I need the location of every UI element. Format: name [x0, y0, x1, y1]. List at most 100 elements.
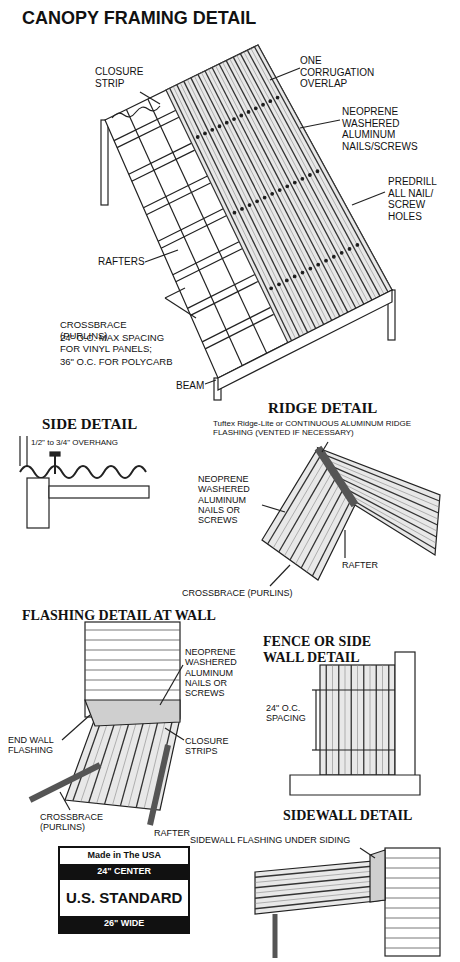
callout-label: RAFTER: [342, 560, 378, 570]
corrugation-line: [332, 665, 333, 775]
screw-dot: [309, 174, 312, 177]
corrugation-line: [344, 488, 437, 537]
closure-strip: [112, 106, 160, 118]
corrugation-line: [348, 494, 436, 543]
screw-dot: [263, 196, 266, 199]
rafter: [150, 745, 168, 825]
screw-dot: [247, 111, 250, 114]
corrugation-line: [338, 665, 339, 775]
siding-line: [85, 630, 180, 631]
dimension-line: [165, 298, 196, 318]
corrugation-line: [255, 895, 385, 909]
screw-dot: [301, 177, 304, 180]
base-plate: [290, 775, 420, 795]
rafter: [202, 307, 270, 341]
corrugation-line: [255, 885, 385, 898]
siding-line: [385, 858, 440, 859]
screw-dot: [262, 103, 265, 106]
logo-text: Made in The USA: [60, 848, 188, 864]
corrugation-line: [255, 870, 385, 883]
callout-label: BEAM: [176, 380, 204, 392]
corrugation-line: [198, 74, 324, 324]
siding-line: [385, 948, 440, 949]
sidewall-flashing: [370, 850, 385, 902]
leader-line: [352, 192, 385, 205]
siding-line: [385, 908, 440, 909]
dimension-tick: [312, 689, 320, 690]
section-heading: RIDGE DETAIL: [268, 400, 377, 417]
corrugation-line: [216, 66, 344, 315]
corrugation-line: [113, 718, 138, 805]
leader-line: [62, 715, 90, 740]
frame-outline: [105, 45, 392, 378]
screw-dot: [356, 244, 359, 247]
screw-dot: [204, 132, 207, 135]
siding-line: [85, 670, 180, 671]
corrugation-line: [191, 78, 316, 329]
corrugation-line: [279, 465, 329, 552]
logo-text: U.S. STANDARD: [60, 880, 188, 917]
corrugation-line: [290, 477, 337, 561]
rafter: [173, 242, 239, 275]
title: CANOPY FRAMING DETAIL: [22, 8, 256, 29]
callout-label: CROSSBRACE (PURLINS): [40, 812, 112, 833]
screw-dot: [225, 121, 228, 124]
callout-label: 1/2" to 3/4" OVERHANG: [31, 438, 118, 447]
screw-dot: [269, 100, 272, 103]
callout-label: END WALL FLASHING: [8, 735, 66, 756]
corrugation-line: [370, 665, 371, 775]
corrugation-line: [237, 55, 368, 302]
leader-line: [145, 250, 178, 262]
screw-dot: [233, 118, 236, 121]
leader-line: [344, 530, 345, 558]
beam: [218, 290, 392, 390]
corrugation-line: [233, 57, 364, 304]
corrugation-line: [273, 459, 325, 548]
rafter: [132, 150, 195, 181]
rafter: [205, 314, 273, 348]
corrugation-line: [307, 494, 348, 572]
screw-dot: [233, 211, 236, 214]
screw-dot: [276, 96, 279, 99]
siding-line: [85, 660, 180, 661]
dimension-line: [315, 690, 316, 750]
roof-panel: [166, 45, 392, 343]
leader-line: [270, 565, 290, 586]
post: [273, 914, 278, 958]
corrugation-line: [388, 665, 389, 775]
screw-dot: [309, 267, 312, 270]
callout-label: SIDEWALL FLASHING UNDER SIDING: [190, 835, 350, 845]
screw-dot: [240, 114, 243, 117]
rafter: [129, 143, 192, 174]
callout-label: ONE CORRUGATION OVERLAP: [300, 55, 395, 90]
corrugation-line: [296, 482, 341, 564]
corrugation-line: [209, 69, 336, 318]
leader-line: [270, 68, 300, 80]
corrugation-line: [81, 718, 109, 802]
screw-dot: [293, 275, 296, 278]
siding-line: [385, 938, 440, 939]
screw-dot: [316, 170, 319, 173]
corrugation-line: [345, 665, 346, 775]
leader-line: [360, 848, 375, 858]
rafter: [117, 117, 179, 147]
dimension-tick: [19, 436, 20, 466]
screw-dot: [325, 259, 328, 262]
callout-label: CLOSURE STRIP: [95, 66, 150, 89]
screw-dot: [286, 279, 289, 282]
siding-line: [385, 868, 440, 869]
corrugation-line: [382, 665, 383, 775]
corrugation-line: [212, 68, 340, 317]
corrugation-line: [226, 61, 356, 309]
callout-label: CROSSBRACE (PURLINS): [182, 588, 293, 598]
corrugation-line: [326, 665, 327, 775]
post: [395, 652, 415, 780]
corrugation-line: [194, 76, 319, 326]
screw-dot: [211, 129, 214, 132]
dimension-tick: [312, 749, 320, 750]
screw-dot: [301, 271, 304, 274]
callout-label: 24" O.C. MAX SPACING FOR VINYL PANELS;: [60, 333, 178, 355]
screw-dot: [333, 255, 336, 258]
rafter: [176, 249, 242, 282]
